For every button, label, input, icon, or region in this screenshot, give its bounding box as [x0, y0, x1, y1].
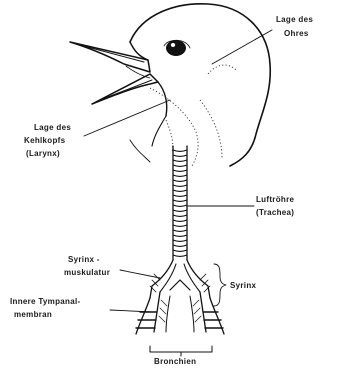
label-larynx-line1: Lage des [34, 123, 71, 132]
tracheal-ring [173, 240, 187, 242]
tracheal-ring [173, 155, 187, 157]
tracheal-ring [173, 205, 187, 207]
tracheal-ring [173, 180, 187, 182]
tracheal-ring [173, 215, 187, 217]
tracheal-ring [173, 185, 187, 187]
label-trachea-line1: Luftröhre [256, 195, 295, 204]
label-syrinx-muscle-line2: muskulatur [64, 268, 110, 277]
tracheal-ring [173, 160, 187, 162]
bronchi [136, 292, 224, 356]
label-bronchi: Bronchien [154, 357, 196, 366]
label-tympanal-line1: Innere Tympanal- [10, 297, 80, 306]
tracheal-ring [173, 190, 187, 192]
bird-head [70, 4, 270, 166]
label-larynx-line3: (Larynx) [26, 149, 60, 158]
tracheal-ring [173, 245, 187, 247]
label-ear-line2: Ohres [284, 29, 309, 38]
label-trachea-line2: (Trachea) [256, 208, 294, 217]
tracheal-ring [173, 170, 187, 172]
label-ear: Lage des Ohres [276, 15, 313, 38]
tracheal-ring [173, 165, 187, 167]
eye [166, 40, 186, 56]
label-tympanal: Innere Tympanal- membran [10, 297, 80, 319]
tracheal-ring [173, 220, 187, 222]
trachea [173, 146, 187, 260]
label-syrinx: Syrinx [230, 281, 257, 290]
tracheal-ring [173, 255, 187, 257]
tracheal-ring [173, 150, 187, 152]
tracheal-ring [173, 175, 187, 177]
tracheal-ring [173, 250, 187, 252]
label-larynx: Lage des Kehlkopfs (Larynx) [24, 123, 71, 158]
tracheal-ring [173, 230, 187, 232]
label-trachea: Luftröhre (Trachea) [256, 195, 295, 217]
syrinx [150, 260, 210, 298]
label-larynx-line2: Kehlkopfs [24, 136, 66, 145]
label-tympanal-line2: membran [14, 310, 52, 319]
tracheal-ring [173, 195, 187, 197]
tracheal-ring [173, 200, 187, 202]
label-syrinx-muscle: Syrinx - muskulatur [64, 255, 110, 277]
label-syrinx-muscle-line1: Syrinx - [68, 255, 100, 264]
label-ear-line1: Lage des [276, 15, 313, 24]
tracheal-ring [173, 235, 187, 237]
tracheal-ring [173, 225, 187, 227]
tracheal-ring [173, 210, 187, 212]
